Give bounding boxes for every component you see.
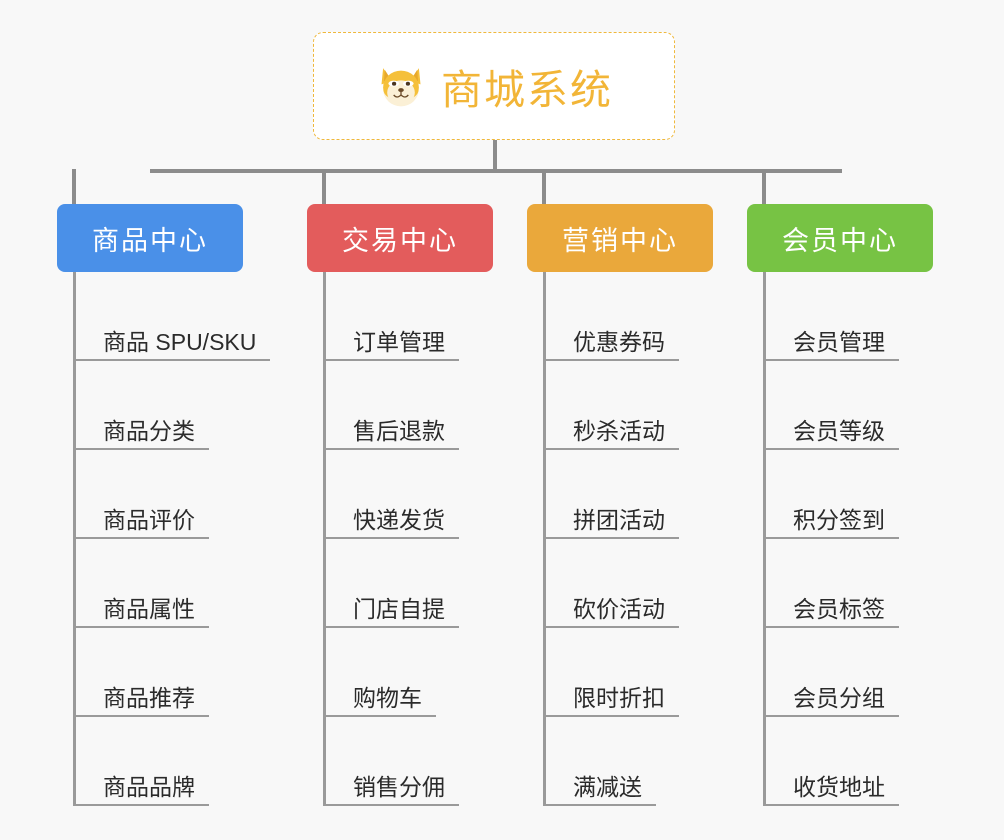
leaf-label: 优惠券码 [543,329,679,361]
leaf-item[interactable]: 商品属性 [73,539,270,628]
leaf-item[interactable]: 满减送 [543,717,679,806]
leaf-label: 购物车 [323,685,436,717]
leaf-label: 积分签到 [763,507,899,539]
category-label: 营销中心 [562,225,678,256]
leaf-item[interactable]: 拼团活动 [543,450,679,539]
branch-spine [73,272,76,806]
leaf-label: 秒杀活动 [543,418,679,450]
connector-drop-member-center [762,169,766,204]
leaf-label: 订单管理 [323,329,459,361]
branch-spine [323,272,326,806]
category-label: 交易中心 [342,225,458,256]
shiba-dog-icon [375,60,427,112]
leaf-label: 限时折扣 [543,685,679,717]
branch-spine [763,272,766,806]
leaf-item[interactable]: 秒杀活动 [543,361,679,450]
leaf-label: 商品分类 [73,418,209,450]
connector-drop-trade-center [322,169,326,204]
branch-spine [543,272,546,806]
leaf-label: 满减送 [543,774,656,806]
leaf-item[interactable]: 限时折扣 [543,628,679,717]
leaf-label: 售后退款 [323,418,459,450]
leaf-label: 拼团活动 [543,507,679,539]
branch-column-product-center: 商品 SPU/SKU 商品分类商品评价商品属性商品推荐商品品牌 [73,272,271,806]
leaf-label: 会员分组 [763,685,899,717]
leaf-item[interactable]: 购物车 [323,628,459,717]
leaf-item[interactable]: 积分签到 [763,450,899,539]
leaf-item[interactable]: 商品 SPU/SKU [73,272,271,361]
branch-column-trade-center: 订单管理售后退款快递发货门店自提购物车销售分佣 [323,272,459,806]
leaf-item[interactable]: 商品品牌 [73,717,270,806]
category-label: 会员中心 [782,225,898,256]
category-box-member-center[interactable]: 会员中心 [747,204,933,272]
leaf-label: 会员标签 [763,596,899,628]
connector-horizontal-bus [150,169,842,173]
root-node[interactable]: 商城系统 [313,32,675,140]
leaf-item[interactable]: 商品推荐 [73,628,270,717]
leaf-item[interactable]: 会员等级 [763,361,899,450]
leaf-label: 收货地址 [763,774,899,806]
leaf-item[interactable]: 会员管理 [763,272,899,361]
category-box-marketing-center[interactable]: 营销中心 [527,204,713,272]
leaf-label: 会员等级 [763,418,899,450]
leaf-label: 门店自提 [323,596,459,628]
branch-column-member-center: 会员管理会员等级积分签到会员标签会员分组收货地址 [763,272,899,806]
category-box-trade-center[interactable]: 交易中心 [307,204,493,272]
leaf-label: 商品评价 [73,507,209,539]
leaf-label: 销售分佣 [323,774,459,806]
connector-root-stem [493,140,497,172]
connector-drop-marketing-center [542,169,546,204]
leaf-item[interactable]: 优惠券码 [543,272,679,361]
branch-column-marketing-center: 优惠券码秒杀活动拼团活动砍价活动限时折扣满减送 [543,272,679,806]
connector-drop-product-center [72,169,76,204]
leaf-label: 商品 SPU/SKU [73,329,271,361]
leaf-item[interactable]: 门店自提 [323,539,459,628]
leaf-label: 快递发货 [323,507,459,539]
leaf-label: 商品属性 [73,596,209,628]
leaf-item[interactable]: 砍价活动 [543,539,679,628]
leaf-item[interactable]: 快递发货 [323,450,459,539]
leaf-item[interactable]: 销售分佣 [323,717,459,806]
leaf-item[interactable]: 售后退款 [323,361,459,450]
leaf-item[interactable]: 会员标签 [763,539,899,628]
leaf-item[interactable]: 商品分类 [73,361,270,450]
leaf-label: 商品推荐 [73,685,209,717]
category-box-product-center[interactable]: 商品中心 [57,204,243,272]
leaf-item[interactable]: 会员分组 [763,628,899,717]
root-title: 商城系统 [441,67,613,113]
leaf-item[interactable]: 订单管理 [323,272,459,361]
leaf-label: 商品品牌 [73,774,209,806]
leaf-item[interactable]: 收货地址 [763,717,899,806]
leaf-label: 会员管理 [763,329,899,361]
leaf-item[interactable]: 商品评价 [73,450,270,539]
leaf-label: 砍价活动 [543,596,679,628]
category-label: 商品中心 [92,225,208,256]
